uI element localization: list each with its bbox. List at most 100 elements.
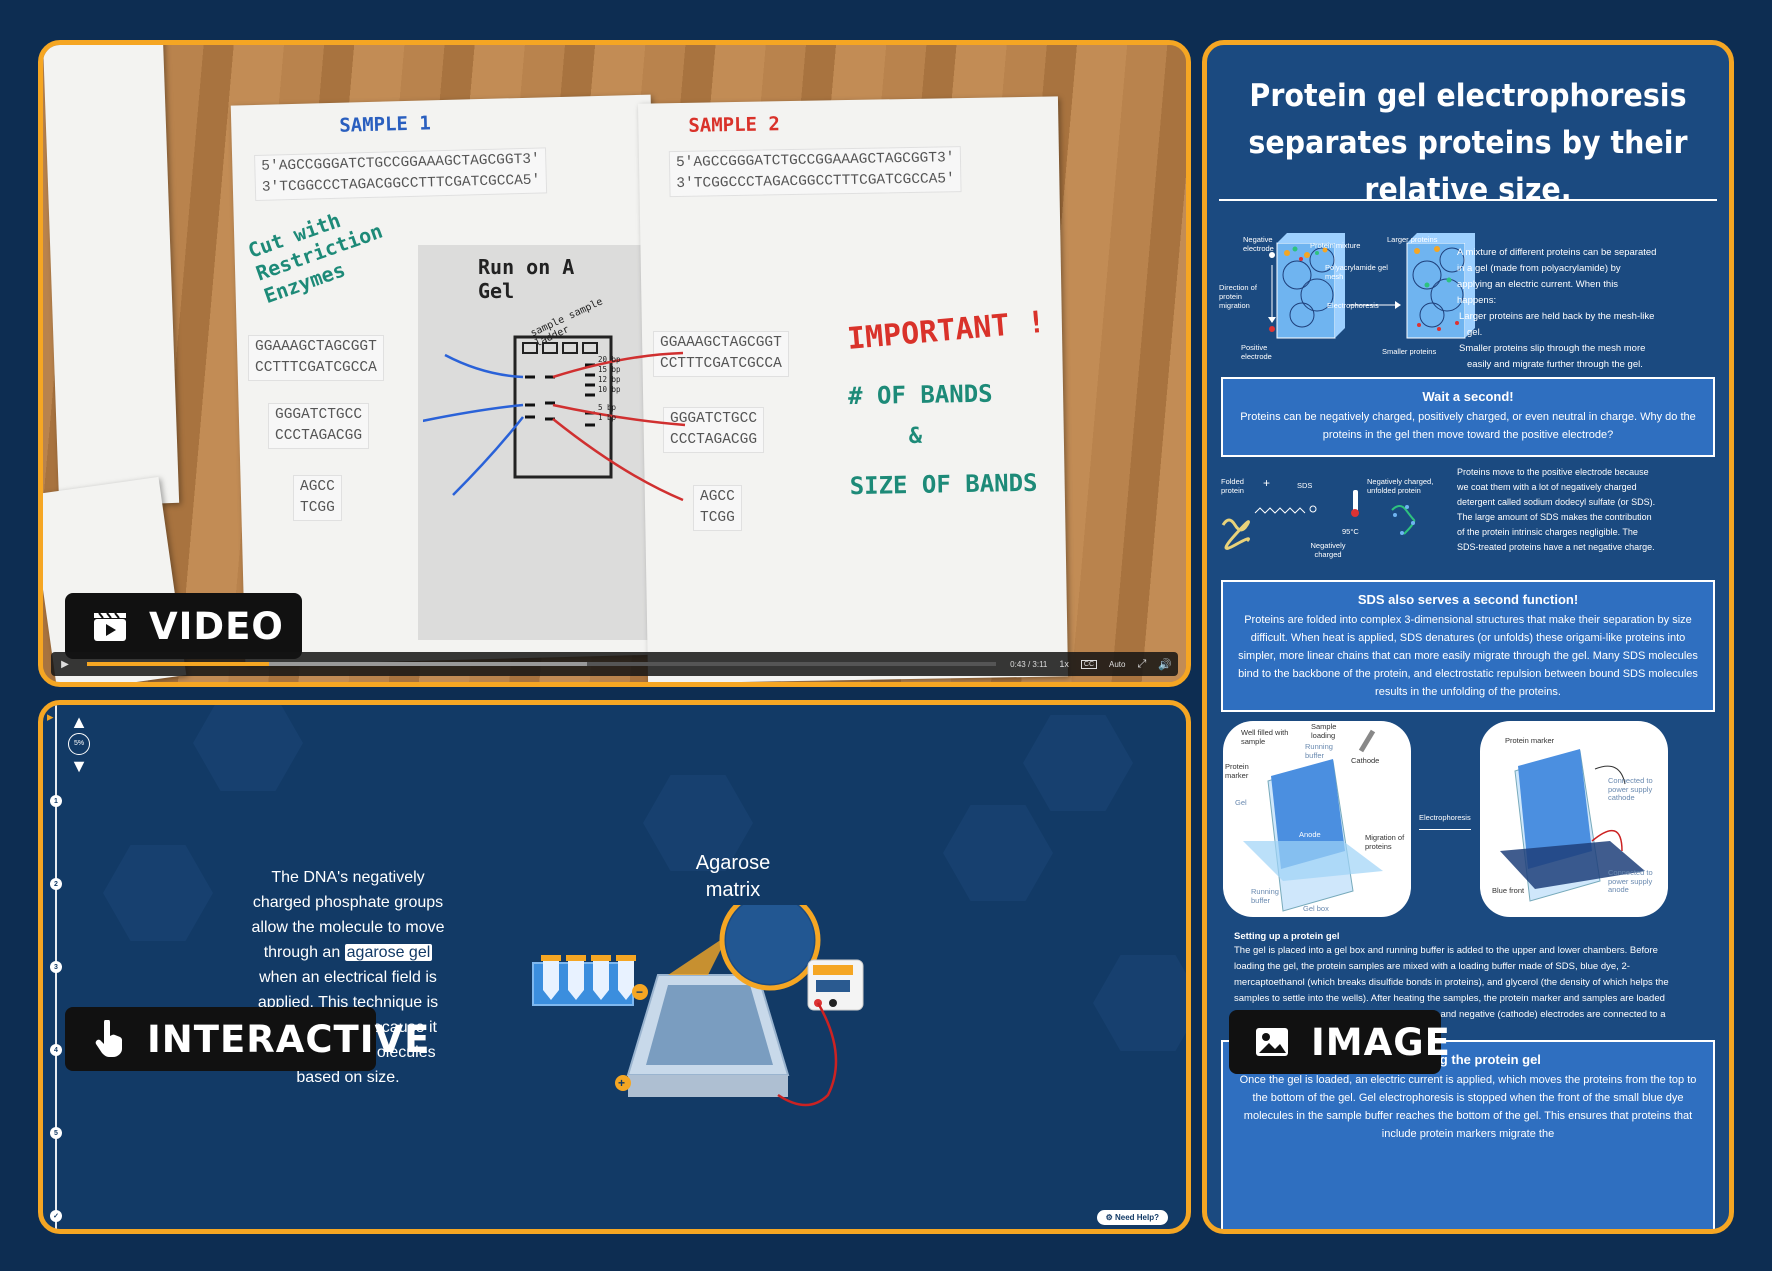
hex-decor bbox=[1093, 955, 1186, 1051]
progress-stepper[interactable]: ▲ 5% ▼ bbox=[64, 713, 94, 775]
anode-label: Anode bbox=[1299, 830, 1321, 839]
speed-button[interactable]: 1x bbox=[1059, 659, 1069, 669]
sample2-sequence: 5'AGCCGGGATCTGCCGGAAAGCTAGCGGT3' 3'TCGGC… bbox=[668, 146, 963, 198]
hex-decor bbox=[193, 705, 303, 791]
chevron-up-icon[interactable]: ▲ bbox=[70, 712, 88, 732]
blue-front-label: Blue front bbox=[1492, 886, 1525, 895]
quality-button[interactable]: Auto bbox=[1109, 659, 1126, 669]
video-played bbox=[87, 662, 269, 666]
fragment-1: GGAAAGCTAGCGGT CCTTTCGATCGCCA bbox=[248, 335, 384, 381]
gel-mesh-diagram bbox=[1268, 233, 1475, 339]
bullet-larger: Larger proteins are held back by the mes… bbox=[1459, 311, 1655, 338]
transparency-sheet bbox=[418, 245, 658, 640]
larger-proteins-label: Larger proteins bbox=[1387, 235, 1438, 244]
gel-mesh-label: Polyacrylamide gel mesh bbox=[1325, 263, 1388, 281]
bullet-smaller: Smaller proteins slip through the mesh m… bbox=[1459, 343, 1646, 370]
step-2[interactable]: 2 bbox=[50, 878, 62, 890]
sample-loading-label: Sample loading bbox=[1311, 722, 1337, 740]
step-3[interactable]: 3 bbox=[50, 961, 62, 973]
running-buffer-top-label: Running buffer bbox=[1305, 742, 1333, 760]
pointer-hand-icon bbox=[95, 1020, 125, 1058]
video-panel[interactable]: SAMPLE 1 5'AGCCGGGATCTGCCGGAAAGCTAGCGGT3… bbox=[38, 40, 1191, 687]
image-icon bbox=[1255, 1027, 1289, 1057]
fragment-2: GGGATCTGCC CCCTAGACGG bbox=[268, 403, 370, 449]
step-complete-check-icon[interactable]: ✓ bbox=[50, 1210, 62, 1222]
run-gel-label: Run on A Gel bbox=[478, 255, 575, 303]
amp-label: & bbox=[908, 423, 923, 450]
protein-marker-label: Protein marker bbox=[1225, 762, 1249, 780]
sds-explanation-text: Proteins move to the positive electrode … bbox=[1457, 467, 1656, 552]
plus-sign: + bbox=[1263, 476, 1271, 490]
interactive-badge: INTERACTIVE bbox=[65, 1007, 429, 1071]
wait-second-box: Wait a second! Proteins can be negativel… bbox=[1221, 377, 1715, 457]
electrophoresis-label: Electrophoresis bbox=[1327, 301, 1379, 310]
running-gel-text: Once the gel is loaded, an electric curr… bbox=[1239, 1074, 1697, 1140]
image-panel[interactable]: Protein gel electrophoresis separates pr… bbox=[1202, 40, 1734, 1234]
captions-button[interactable]: CC bbox=[1080, 659, 1098, 669]
sds-diagram bbox=[1221, 490, 1416, 550]
sds-second-function-text: Proteins are folded into complex 3-dimen… bbox=[1238, 614, 1698, 698]
video-clapper-icon bbox=[93, 610, 127, 642]
temperature-label: 95°C bbox=[1342, 527, 1359, 536]
chevron-down-icon[interactable]: ▼ bbox=[70, 756, 88, 776]
video-controls[interactable]: ▶ 0:43 / 3:11 1x CC Auto ⤢ 🔊 bbox=[51, 652, 1178, 676]
cut-instruction: Cut with Restriction Enzymes bbox=[244, 208, 386, 309]
setup-title: Setting up a protein gel bbox=[1234, 931, 1340, 942]
help-button[interactable]: ⚙ Need Help? bbox=[1096, 1210, 1168, 1225]
progress-start-icon: ▸ bbox=[47, 709, 54, 724]
running-buffer-bottom-label: Running buffer bbox=[1251, 887, 1279, 905]
connected-anode-label: Connected to power supply anode bbox=[1608, 868, 1653, 894]
electrophoresis-arrow-label: Electrophoresis bbox=[1419, 813, 1471, 822]
smaller-proteins-label: Smaller proteins bbox=[1382, 347, 1437, 356]
unfolded-protein-label: Negatively charged, unfolded protein bbox=[1367, 477, 1434, 495]
gel-label: Gel bbox=[1235, 798, 1247, 807]
fragment-6: AGCC TCGG bbox=[693, 485, 742, 531]
infographic-title: Protein gel electrophoresis separates pr… bbox=[1248, 78, 1688, 208]
interactive-panel[interactable]: ▸ ▲ 5% ▼ 1 2 3 4 5 ✓ The DNA's negativel… bbox=[38, 700, 1191, 1234]
play-icon[interactable]: ▶ bbox=[61, 658, 69, 670]
bands-count-label: # OF BANDS bbox=[847, 379, 993, 411]
well-label: Well filled with sample bbox=[1241, 728, 1289, 746]
cathode-label: Cathode bbox=[1351, 756, 1380, 765]
intro-text: A mixture of different proteins can be s… bbox=[1457, 245, 1657, 373]
pos-electrode-label: Positive electrode bbox=[1241, 343, 1272, 361]
step-4[interactable]: 4 bbox=[50, 1044, 62, 1056]
hex-decor bbox=[103, 845, 213, 941]
image-badge-label: IMAGE bbox=[1311, 1020, 1451, 1064]
agarose-gel-highlight[interactable]: agarose gel bbox=[344, 944, 433, 961]
step-5[interactable]: 5 bbox=[50, 1127, 62, 1139]
wait-second-title: Wait a second! bbox=[1422, 389, 1514, 404]
video-progress-bar[interactable] bbox=[87, 662, 997, 666]
agarose-matrix-label: Agarose matrix bbox=[695, 852, 771, 901]
gel-setup-after-diagram: Protein marker Connected to power supply… bbox=[1480, 721, 1668, 917]
negatively-charged-label: Negatively charged bbox=[1310, 541, 1346, 559]
important-label: IMPORTANT ! bbox=[845, 304, 1047, 357]
interactive-badge-label: INTERACTIVE bbox=[147, 1017, 431, 1061]
image-badge: IMAGE bbox=[1229, 1010, 1450, 1074]
volume-icon[interactable]: 🔊 bbox=[1158, 658, 1172, 671]
hex-decor bbox=[1023, 715, 1133, 811]
gel-box-label: Gel box bbox=[1303, 904, 1329, 913]
wait-second-text: Proteins can be negatively charged, posi… bbox=[1240, 411, 1696, 441]
video-buffered bbox=[87, 662, 588, 666]
step-1[interactable]: 1 bbox=[50, 795, 62, 807]
sample1-sequence: 5'AGCCGGGATCTGCCGGAAAGCTAGCGGT3' 3'TCGGC… bbox=[254, 147, 548, 201]
folded-protein-label: Folded protein bbox=[1221, 477, 1244, 495]
sample2-label: SAMPLE 2 bbox=[688, 113, 781, 137]
video-badge: VIDEO bbox=[65, 593, 302, 659]
bands-size-label: SIZE OF BANDS bbox=[849, 468, 1038, 501]
help-icon: ⚙ bbox=[1105, 1213, 1115, 1222]
protein-marker-after-label: Protein marker bbox=[1505, 736, 1555, 745]
sample1-label: SAMPLE 1 bbox=[339, 112, 432, 137]
fullscreen-icon[interactable]: ⤢ bbox=[1137, 657, 1147, 670]
gel-setup-before-diagram: Well filled with sample Sample loading R… bbox=[1223, 721, 1411, 917]
sds-label: SDS bbox=[1297, 481, 1313, 490]
left-paper bbox=[43, 45, 180, 507]
fragment-5: GGGATCTGCC CCCTAGACGG bbox=[663, 407, 765, 453]
migration-label: Migration of proteins bbox=[1365, 833, 1405, 851]
sds-second-function-box: SDS also serves a second function! Prote… bbox=[1221, 580, 1715, 712]
svg-text:−: − bbox=[636, 985, 643, 999]
electrophoresis-arrow bbox=[1419, 829, 1471, 830]
migration-direction-label: Direction of protein migration bbox=[1219, 283, 1257, 310]
